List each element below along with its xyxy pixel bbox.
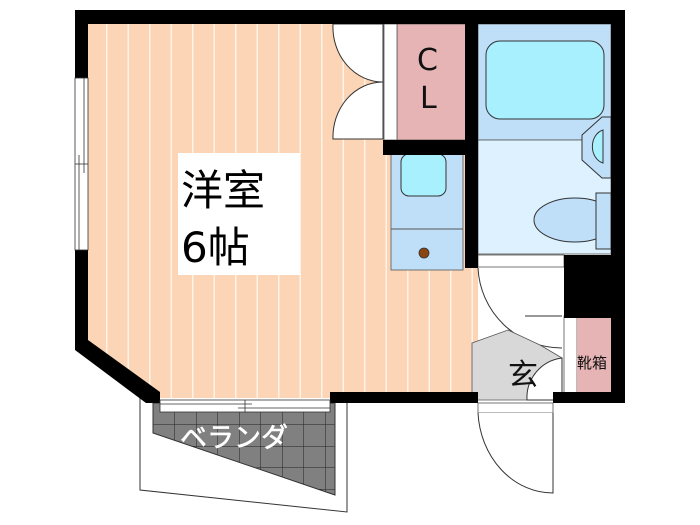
walls [75, 10, 625, 403]
entrance-label: 玄 [508, 358, 538, 393]
left-window [74, 77, 89, 251]
veranda-label: ベランダ [180, 423, 288, 454]
closet-door[interactable] [332, 23, 384, 140]
kitchen [390, 153, 464, 271]
veranda-window[interactable] [159, 399, 331, 413]
stove-knob [418, 247, 430, 259]
closet-label-c: C [417, 43, 438, 78]
western-room-label: 洋室 6帖 [178, 153, 300, 275]
entrance-door[interactable] [477, 412, 554, 494]
toilet-tank [595, 192, 612, 250]
shoe-box [577, 318, 612, 402]
sink [400, 153, 447, 197]
inner-door-swing[interactable] [477, 267, 563, 349]
shoe-box-label: 靴箱 [577, 354, 607, 372]
bathroom [477, 23, 617, 255]
closet-label-l: L [420, 81, 437, 116]
veranda: ベランダ [139, 396, 348, 513]
room-name: 洋室 [181, 166, 265, 215]
bathtub [485, 40, 605, 120]
room-size: 6帖 [181, 223, 250, 272]
